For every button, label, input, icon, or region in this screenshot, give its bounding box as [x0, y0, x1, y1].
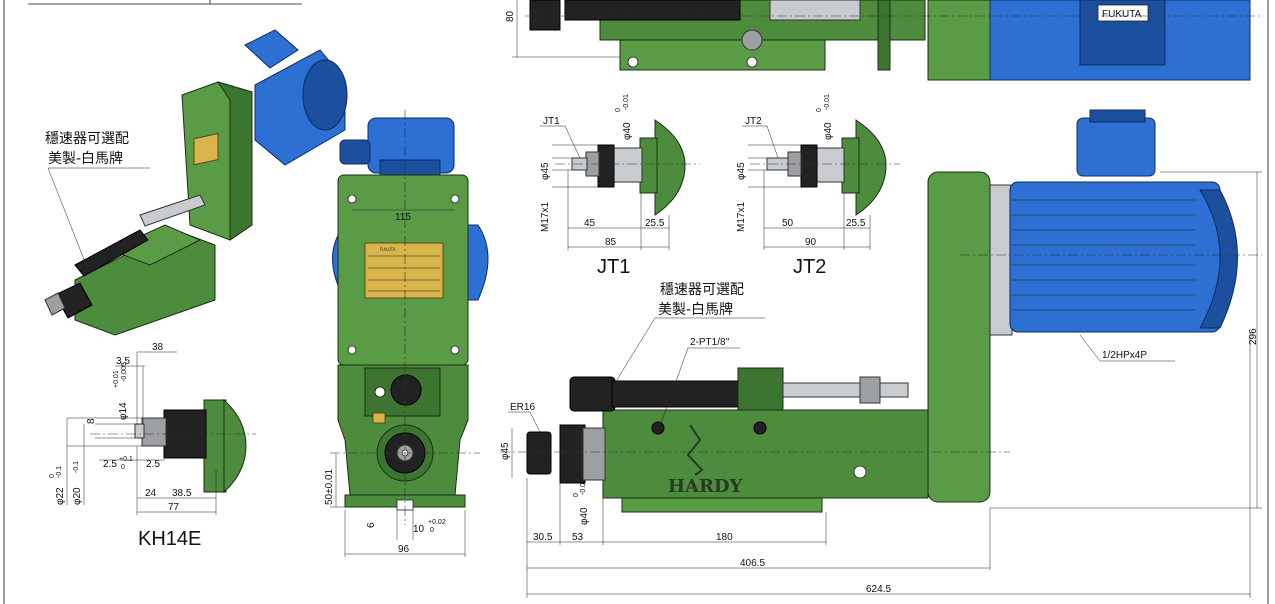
dim-jt2-m17: M17x1 [736, 202, 747, 232]
dim-jt2-45: φ45 [736, 162, 747, 180]
dim-kh14e-14: φ14 [118, 402, 129, 420]
dim-jt2-40: φ40 [823, 122, 834, 140]
jt2-label: JT2 [745, 116, 762, 127]
dim-jt1-25-5: 25.5 [645, 218, 665, 229]
svg-text:-0.01: -0.01 [623, 94, 630, 110]
kh14e-tip [134, 423, 145, 439]
dim-jt1-40: φ40 [622, 122, 633, 140]
side-gear-housing [927, 171, 991, 503]
jt1-label: JT1 [543, 116, 560, 127]
svg-text:FUKUTA: FUKUTA [380, 247, 396, 252]
svg-text:-0.01: -0.01 [824, 94, 831, 110]
iso-cylinder [74, 229, 149, 277]
dim-front-50: 50±0.01 [324, 468, 335, 505]
dim-jt2-25-5: 25.5 [846, 218, 866, 229]
iso-note-line1: 穩速器可選配 [45, 131, 129, 147]
svg-text:+0.01: +0.01 [113, 370, 120, 388]
svg-text:+0.1: +0.1 [119, 456, 133, 463]
side-terminal-box [1076, 117, 1156, 177]
jt2-nut [800, 144, 818, 188]
top-spindle [529, 0, 561, 31]
dim-side-pt: 2-PT1/8" [690, 337, 730, 348]
svg-text:0: 0 [816, 108, 823, 112]
dim-kh14e-2-5a: 2.5 [103, 459, 117, 470]
svg-text:0: 0 [615, 108, 622, 112]
svg-text:-0.01: -0.01 [580, 479, 587, 495]
svg-text:0: 0 [430, 527, 434, 534]
svg-text:-0.1: -0.1 [56, 466, 63, 478]
side-note-line2: 美製-白馬牌 [658, 301, 733, 318]
iso-motor-terminal-box [244, 29, 299, 69]
svg-text:0: 0 [573, 493, 580, 497]
dim-side-624-5: 624.5 [866, 584, 891, 595]
dim-side-45: φ45 [500, 442, 511, 460]
side-note-line1: 穩速器可選配 [660, 282, 744, 298]
dim-jt2-50: 50 [782, 218, 794, 229]
top-view: FUKUTA 80 [505, 0, 1262, 81]
svg-text:-0.005: -0.005 [121, 362, 128, 382]
jt2-view: JT2 φ45 M17x1 φ40 0 -0.01 50 25.5 90 JT2 [736, 94, 900, 278]
jt1-view: JT1 φ45 M17x1 φ40 0 -0.01 45 25.5 85 JT1 [540, 94, 700, 278]
dim-jt2-90: 90 [805, 237, 817, 248]
dim-kh14e-3-5: 3.5 [116, 356, 130, 367]
dim-side-296: 296 [1248, 328, 1259, 345]
dim-kh14e-38-5: 38.5 [172, 488, 192, 499]
front-view: 115 FUKUTA 50±0.01 6 10 +0.02 0 [324, 110, 489, 557]
jt1-caption: JT1 [597, 256, 630, 278]
brand-logo: HARDY [668, 476, 744, 497]
top-motor-badge: FUKUTA [1102, 9, 1142, 20]
svg-text:-0.1: -0.1 [73, 461, 80, 473]
svg-text:+0.02: +0.02 [428, 519, 446, 526]
dim-side-er16: ER16 [510, 402, 535, 413]
dim-side-53: 53 [572, 532, 584, 543]
side-slide-body [602, 409, 929, 499]
jt2-caption: JT2 [793, 256, 826, 278]
svg-text:0: 0 [121, 464, 125, 471]
dim-kh14e-8: 8 [86, 418, 97, 424]
iso-note-leader [47, 167, 86, 263]
dim-side-motor: 1/2HPx4P [1102, 350, 1147, 361]
side-er16-nut [526, 431, 552, 475]
dim-kh14e-20: φ20 [72, 487, 83, 505]
svg-text:0: 0 [49, 474, 56, 478]
dim-side-30-5: 30.5 [533, 532, 553, 543]
dim-kh14e-2-5b: 2.5 [146, 459, 160, 470]
isometric-view: 穩速器可選配 美製-白馬牌 [44, 29, 348, 336]
dim-jt1-45len: 45 [584, 218, 596, 229]
dim-kh14e-38: 38 [152, 342, 164, 353]
dim-front-10: 10 [413, 524, 425, 535]
dim-front-96: 96 [398, 544, 410, 555]
dim-side-40: φ40 [579, 507, 590, 525]
jt1-nut [597, 144, 615, 188]
dim-front-115: 115 [395, 212, 411, 223]
iso-note-line2: 美製-白馬牌 [48, 150, 123, 167]
brand-emblem [686, 424, 704, 476]
side-motor [1009, 181, 1221, 333]
side-view: HARDY 穩速器可選配 美製-白馬牌 2-PT1/8" ER16 1/2HPx… [500, 109, 1262, 598]
dim-kh14e-22: φ22 [55, 487, 66, 505]
kh14e-view: 38 3.5 8 φ14 +0.01 -0.005 2.5 +0.1 0 2.5… [49, 342, 256, 550]
dim-kh14e-24: 24 [145, 488, 157, 499]
dim-jt1-85: 85 [605, 237, 617, 248]
dim-kh14e-77: 77 [168, 502, 180, 513]
dim-top-80: 80 [505, 10, 516, 22]
dim-side-406-5: 406.5 [740, 558, 765, 569]
iso-nameplate [193, 133, 219, 166]
kh14e-caption: KH14E [138, 528, 201, 550]
front-nameplate [364, 242, 444, 299]
side-cylinder [569, 376, 616, 412]
dim-jt1-m17: M17x1 [540, 202, 551, 232]
iso-spindle [54, 282, 93, 319]
dim-jt1-45: φ45 [540, 162, 551, 180]
dim-front-6: 6 [366, 522, 377, 528]
dim-side-180: 180 [716, 532, 733, 543]
